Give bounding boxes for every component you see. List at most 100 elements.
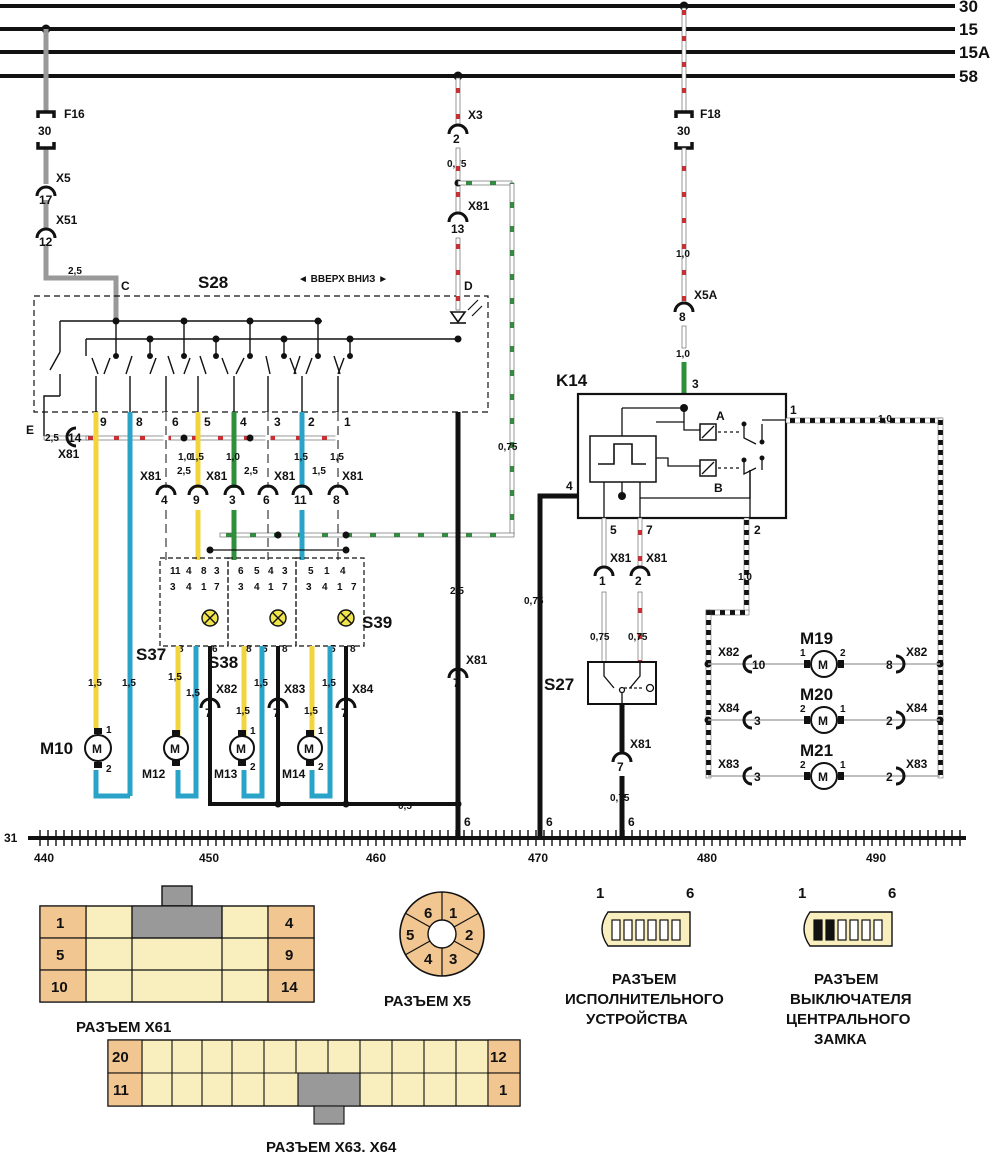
motor-m19: X82 10 M 1 2 M19 8 X82: [708, 629, 940, 678]
connector-x81-3-icon: [223, 484, 245, 496]
ground-junction-label: 6: [628, 815, 635, 829]
connector-x5-drawing: 6 1 5 2 4 3 РАЗЪЕМ X5: [384, 891, 485, 1010]
pin-label: 1: [798, 885, 806, 902]
motor-pin: 1: [318, 726, 324, 737]
connector-x81-7-icon: [447, 667, 469, 679]
k14-pin-3: 3: [692, 377, 699, 391]
connector-x83-3-pin: 3: [754, 770, 761, 784]
connector-x82-8-name: X82: [906, 645, 928, 659]
connector-x84-3-name: X84: [718, 701, 740, 715]
motor-pin: 1: [840, 704, 846, 715]
m21-label: M21: [800, 741, 833, 760]
junction-dot: [454, 800, 462, 808]
motor-symbol: M: [92, 742, 102, 756]
k14-pin-2: 2: [754, 523, 761, 537]
connector-x81-13-icon: [447, 211, 469, 223]
s28-pin-label: 5: [204, 415, 211, 429]
wire-black-white: [705, 609, 750, 616]
bus-30-label: 30: [959, 0, 978, 16]
motor-pin: 2: [800, 704, 806, 715]
s28-direction-label: ◄ ВВЕРХ ВНИЗ ►: [298, 274, 388, 285]
s28-rocker-contacts: [85, 321, 351, 375]
door-switch-pin-labels: 11 4 8 3 3 4 1 7 6 5 4 3 3 4 1 7 5 1 4 3…: [170, 566, 357, 655]
connector-x81-1-pin: 1: [599, 574, 606, 588]
connector-x82-7-icon: [199, 697, 221, 709]
wire-grey: [43, 244, 119, 322]
wire-white-red: [681, 7, 687, 113]
connector-x81-9-name: X81: [206, 469, 228, 483]
connector-x51-12-name: X51: [56, 213, 78, 227]
motor-icon: [810, 650, 838, 678]
connector-x3-2-name: X3: [468, 108, 483, 122]
connector-x81-7-name: X81: [466, 653, 488, 667]
connector-x81-7b-name: X81: [630, 737, 652, 751]
connector-x82-8-icon: [895, 654, 906, 674]
wire-black-white: [785, 417, 943, 424]
connector-x3-2-pin: 2: [453, 132, 460, 146]
connector-x81-8-name: X81: [342, 469, 364, 483]
wire-blue: [175, 646, 199, 799]
connector-x84-7-pin: 7: [341, 706, 348, 720]
motor-pin: 1: [840, 760, 846, 771]
pin-label: 1: [499, 1082, 507, 1099]
connector-x81-4-name: X81: [140, 469, 162, 483]
wire-size-label: 0,75: [524, 596, 544, 607]
wire-size-label: 1,5: [236, 706, 250, 717]
wire-size-label: 1,5: [190, 452, 204, 463]
fuse-f16-icon: [36, 110, 56, 150]
pin-label: 8: [246, 644, 252, 655]
relay-a-label: A: [716, 409, 725, 423]
connector-x81-1-name: X81: [610, 551, 632, 565]
m14-label: M14: [282, 767, 306, 781]
fuse-f18-pin: 30: [677, 124, 691, 138]
lamp-icon: [337, 609, 355, 627]
connector-x82-7-pin: 7: [205, 706, 212, 720]
connector-x83-2-icon: [895, 766, 906, 786]
left-feed: F16 30 X5 17 X51 12 2,5 C: [35, 24, 130, 322]
wire-black-white: [705, 609, 712, 779]
connector-x81-3-pin: 3: [229, 493, 236, 507]
connector-x81-11-icon: [291, 484, 313, 496]
wire-white-red: [637, 517, 643, 567]
central-locking: F18 30 1,0 X5A 8 1,0 3 K14 A: [524, 1, 944, 838]
wire-size-label: 1,0: [676, 349, 690, 360]
k14-timer-block: [589, 435, 657, 483]
wire-size-label: 0,75: [590, 632, 610, 643]
connector-x81-6-icon: [257, 484, 279, 496]
bus-15-label: 15: [959, 20, 978, 39]
pin-label: 1: [201, 582, 207, 593]
pin-label: 4: [285, 915, 294, 932]
pin-label: 5: [56, 947, 64, 964]
wire-size-label: 1,5: [88, 678, 102, 689]
s28-label: S28: [198, 273, 228, 292]
wire-size-label: 0,5: [398, 801, 412, 812]
wire-black-white: [743, 517, 750, 613]
lamp-icon: [201, 609, 219, 627]
pin-label: 11: [113, 1082, 129, 1099]
wire-size-label: 1,5: [122, 678, 136, 689]
s37-label: S37: [136, 645, 166, 664]
k14-label: K14: [556, 371, 588, 390]
junction-dot: [342, 531, 350, 539]
relay-b-label: B: [714, 481, 723, 495]
wire-white-red: [455, 77, 461, 125]
pin-label: 10: [51, 979, 68, 996]
motor-pin: 1: [800, 648, 806, 659]
connector-x5a-8-icon: [673, 301, 695, 313]
wire-size-label: 0,75: [498, 442, 518, 453]
pin-label: 5: [262, 644, 268, 655]
motor-symbol: M: [818, 714, 828, 728]
connector-x81-14-pin: 14: [68, 431, 82, 445]
pin-label: 6: [212, 644, 218, 655]
pin-label: 11: [170, 566, 181, 577]
wire-size-label: 1,5: [168, 672, 182, 683]
pin-label: 6: [424, 905, 432, 922]
m13-label: M13: [214, 767, 238, 781]
connector-x81-6-pin: 6: [263, 493, 270, 507]
pin-label: 1: [324, 566, 330, 577]
connector-x81-13-pin: 13: [451, 222, 465, 236]
pin-label: 3: [449, 951, 457, 968]
s39-housing: [295, 557, 365, 647]
pin-label: 4: [322, 582, 328, 593]
